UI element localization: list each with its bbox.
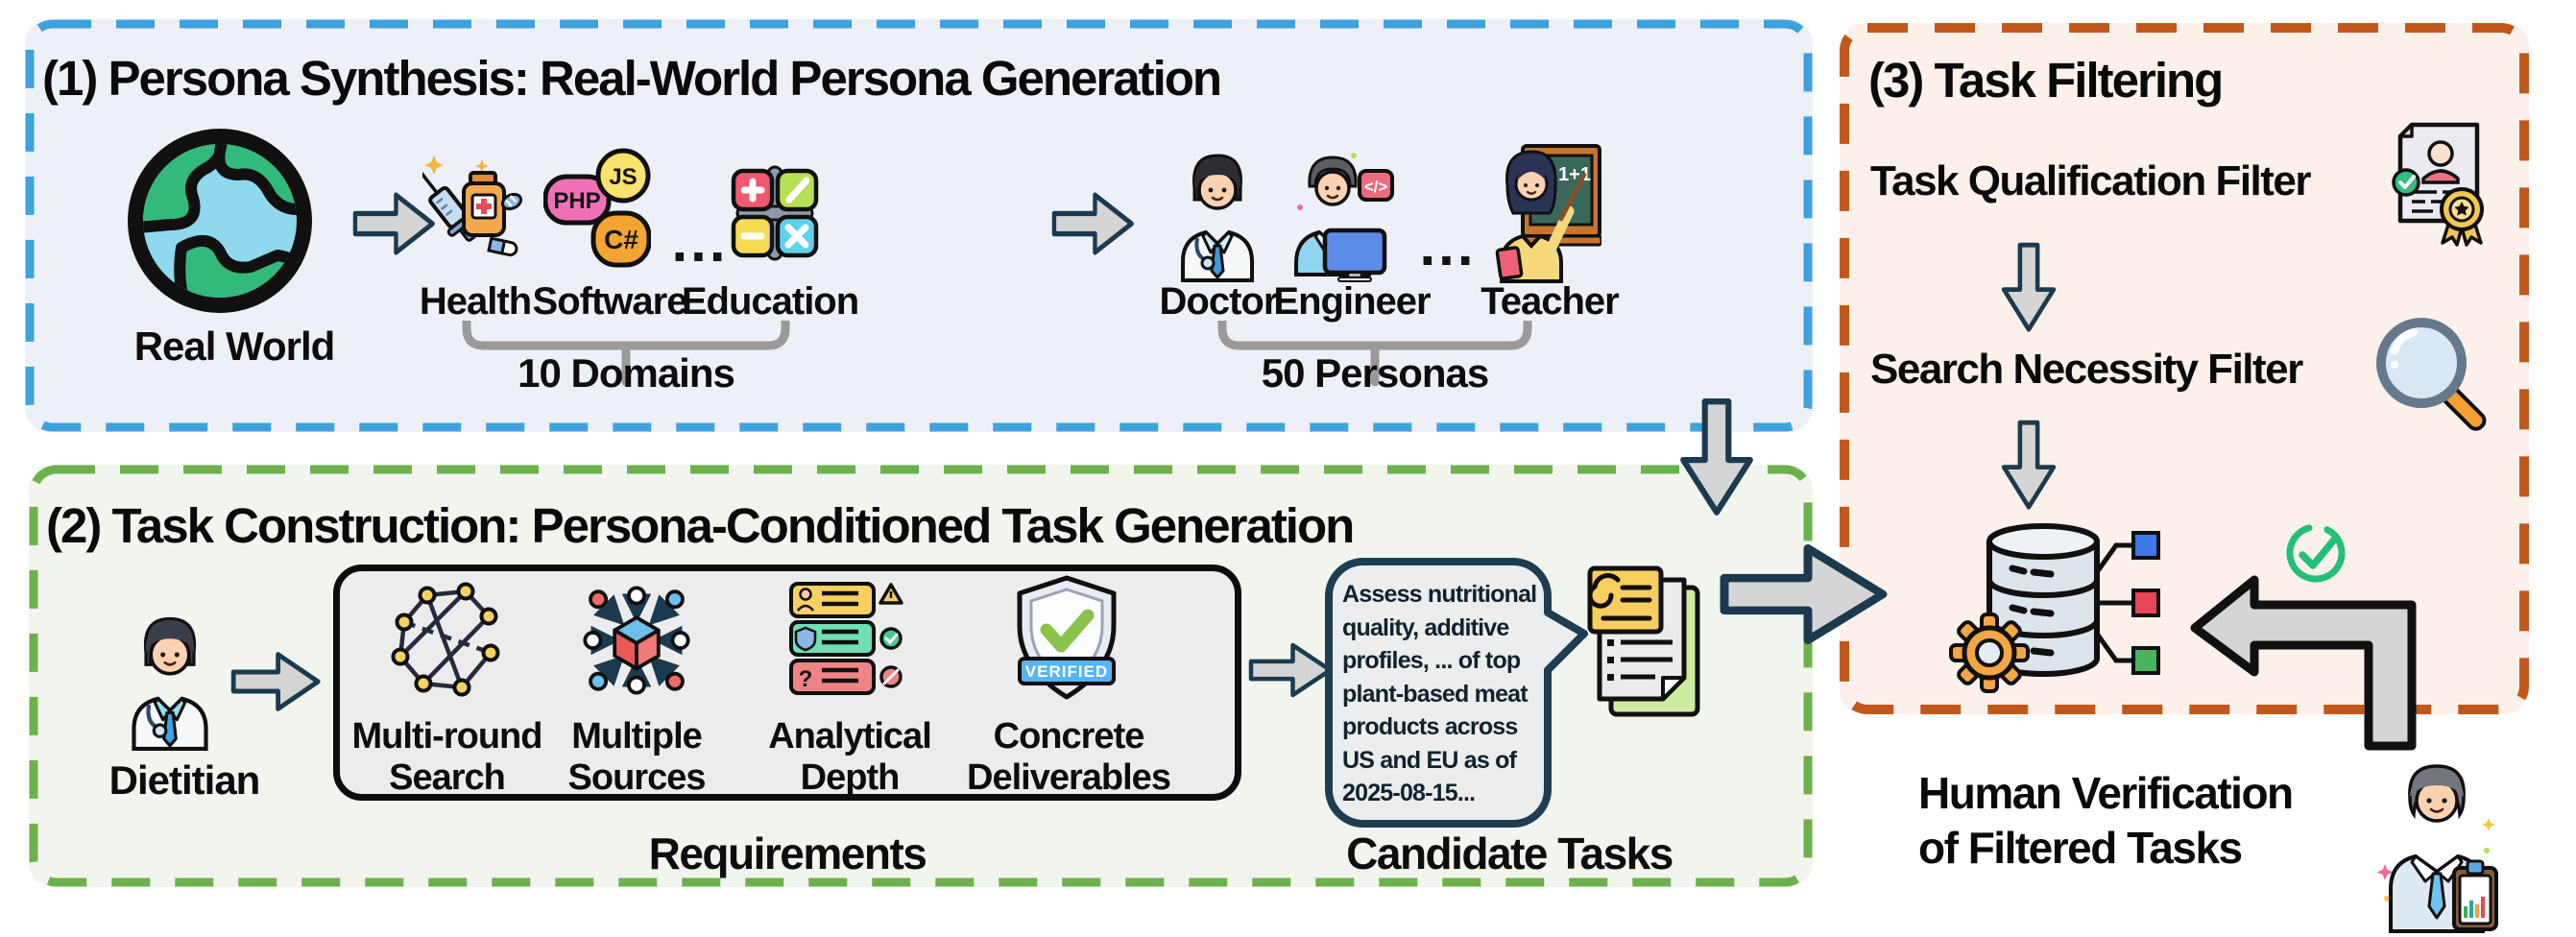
doctor-persona-icon	[1181, 154, 1254, 282]
earth-icon	[128, 129, 312, 313]
human-verifier-icon	[2376, 764, 2498, 933]
personas-ellipsis: ...	[1419, 213, 1477, 277]
requirement-label-analytical-depth: Analytical Depth	[768, 716, 932, 798]
candidate-tasks-caption: Candidate Tasks	[1346, 829, 1673, 878]
domain-label-software: Software	[532, 280, 688, 323]
arrow-requirements-to-tasks	[1248, 642, 1333, 698]
js-badge-text: JS	[609, 164, 637, 190]
task-qualification-filter-label: Task Qualification Filter	[1870, 157, 2312, 204]
requirement-label-multiple-sources: Multiple Sources	[567, 716, 707, 798]
db-node-green	[2131, 646, 2160, 675]
requirements-caption: Requirements	[648, 829, 927, 878]
multiple-sources-icon	[583, 586, 690, 695]
dietitian-label: Dietitian	[108, 757, 261, 803]
engineer-persona-icon: </>	[1294, 153, 1394, 282]
persona-label-doctor: Doctor	[1159, 280, 1279, 323]
health-domain-icon	[422, 156, 523, 257]
arrow-panel2-to-panel3	[1720, 544, 1888, 644]
education-domain-icon	[731, 165, 819, 261]
db-node-red	[2131, 589, 2160, 617]
teacher-persona-icon: 1+1	[1495, 144, 1601, 283]
csharp-badge-text: C#	[604, 225, 638, 254]
analytical-depth-icon: ?	[789, 582, 903, 695]
verified-badge-text: VERIFIED	[1025, 662, 1108, 681]
panel3-title: (3) Task Filtering	[1868, 53, 2224, 108]
persona-label-engineer: Engineer	[1273, 280, 1431, 323]
qualification-certificate-icon	[2392, 122, 2484, 247]
panel2-title: (2) Task Construction: Persona-Condition…	[46, 498, 1355, 553]
personas-bracket	[1217, 321, 1532, 387]
dietitian-persona-icon	[132, 616, 208, 751]
search-necessity-filter-label: Search Necessity Filter	[1870, 346, 2303, 393]
domain-label-health: Health	[419, 280, 532, 323]
requirement-label-concrete-deliverables: Concrete Deliverables	[967, 716, 1171, 798]
real-world-label: Real World	[133, 324, 336, 369]
human-verification-caption: Human Verification of Filtered Tasks	[1918, 768, 2294, 874]
persona-label-teacher: Teacher	[1481, 280, 1619, 323]
arrow-dietitian-to-requirements	[230, 652, 321, 711]
approval-check-icon	[2286, 523, 2346, 583]
engineer-code-badge-text: </>	[1364, 178, 1388, 196]
analytical-question-glyph: ?	[799, 666, 813, 692]
php-badge-text: PHP	[553, 188, 600, 214]
domains-bracket	[462, 321, 790, 387]
multi-round-search-icon	[391, 582, 500, 697]
arrow-panel1-to-panel2	[1680, 398, 1753, 516]
filtered-task-database-icon	[1949, 523, 2160, 693]
candidate-tasks-docs-icon	[1587, 565, 1700, 717]
arrow-filter1-to-filter2	[2001, 242, 2057, 332]
verified-shield-icon: VERIFIED	[1017, 575, 1117, 700]
arrow-human-to-database	[2190, 575, 2417, 751]
db-node-blue	[2131, 531, 2160, 560]
gear-icon	[1949, 613, 2030, 693]
personas-count-label: 50 Personas	[1261, 350, 1490, 396]
search-magnifier-icon	[2376, 318, 2487, 431]
domains-ellipsis: ...	[671, 209, 729, 274]
domain-label-education: Education	[681, 280, 859, 323]
candidate-task-bubble	[1325, 558, 1588, 828]
domains-count-label: 10 Domains	[518, 350, 735, 396]
arrow-realworld-to-domains	[352, 192, 435, 255]
panel-persona-synthesis	[25, 19, 1813, 432]
software-domain-icon: PHP JS C#	[543, 148, 651, 268]
arrow-filter2-to-database	[2001, 420, 2057, 510]
panel1-title: (1) Persona Synthesis: Real-World Person…	[42, 51, 1222, 106]
arrow-domains-to-personas	[1051, 192, 1134, 255]
candidate-task-text: Assess nutritional quality, additive pro…	[1342, 581, 1537, 806]
requirement-label-multi-round-search: Multi-round Search	[351, 716, 543, 798]
